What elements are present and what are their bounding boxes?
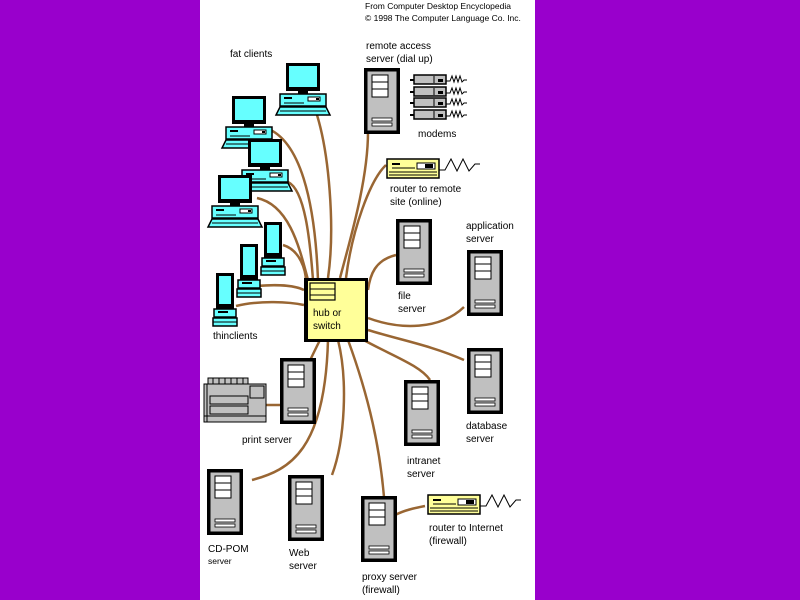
cable-app-server	[367, 306, 465, 328]
cable-intranet	[359, 336, 432, 381]
thin-client-icon	[212, 272, 238, 327]
label-web-server-1: Web	[289, 548, 310, 559]
router-internet-icon	[427, 494, 522, 515]
print-server-icon	[279, 357, 317, 425]
label-modems: modems	[418, 129, 456, 140]
cable-file-server	[366, 253, 397, 291]
label-remote-access-1: remote access	[366, 41, 431, 52]
thin-client-icon	[260, 221, 286, 276]
application-server-icon	[466, 249, 504, 317]
network-diagram: hub or switch From Computer Desktop Ency…	[203, 1, 522, 596]
cable-fat-client-1	[312, 105, 333, 279]
cdrom-server-icon	[206, 468, 244, 536]
file-server-icon	[395, 218, 433, 286]
cable-thin-1	[282, 243, 308, 283]
router-remote-icon	[386, 158, 481, 179]
cable-remote-access	[338, 131, 370, 279]
intranet-server-icon	[403, 379, 441, 447]
label-cdrom-server-1: CD-POM	[208, 544, 249, 555]
cable-fat-client-2	[265, 126, 320, 281]
hub-label-2: switch	[313, 321, 341, 332]
label-print-server: print server	[242, 435, 293, 446]
cable-thin-3	[235, 300, 305, 308]
label-proxy-server-2: (firewall)	[362, 585, 400, 596]
cable-thin-2	[256, 283, 305, 292]
label-intranet-server-1: intranet	[407, 456, 441, 467]
label-database-server-2: server	[466, 434, 494, 445]
label-file-server-2: server	[398, 304, 426, 315]
label-fat-clients: fat clients	[230, 49, 272, 60]
printer-icon	[203, 377, 267, 423]
label-router-remote-2: site (online)	[390, 197, 442, 208]
remote-access-server-icon	[363, 67, 401, 135]
cable-database	[367, 328, 465, 362]
diagram-canvas: hub or switch From Computer Desktop Ency…	[200, 0, 535, 600]
cable-router-internet	[394, 504, 426, 517]
cable-router-remote	[344, 164, 387, 279]
cable-proxy	[346, 339, 386, 498]
label-database-server-1: database	[466, 421, 508, 432]
modem-icon	[409, 109, 468, 120]
cable-fat-client-3	[287, 180, 315, 281]
label-intranet-server-2: server	[407, 469, 435, 480]
modem-icon	[409, 86, 468, 97]
label-web-server-2: server	[289, 561, 317, 572]
label-router-internet-2: (firewall)	[429, 536, 467, 547]
cable-cdrom	[251, 339, 330, 482]
hub-label-1: hub or	[313, 308, 342, 319]
fat-client-pc-icon	[275, 62, 331, 116]
cable-web	[330, 339, 346, 476]
label-file-server-1: file	[398, 291, 411, 302]
web-server-icon	[287, 474, 325, 542]
modem-icon	[409, 74, 468, 85]
credit-line-2: © 1998 The Computer Language Co. Inc.	[365, 13, 521, 23]
thin-client-icon	[236, 243, 262, 298]
hub-switch: hub or switch	[304, 278, 368, 342]
modem-icon	[409, 97, 468, 108]
label-remote-access-2: server (dial up)	[366, 54, 433, 65]
database-server-icon	[466, 347, 504, 415]
label-app-server-2: server	[466, 234, 494, 245]
proxy-server-icon	[360, 495, 398, 563]
label-router-remote-1: router to remote	[390, 184, 462, 195]
credit-line-1: From Computer Desktop Encyclopedia	[365, 1, 511, 11]
label-thin-clients: thinclients	[213, 331, 257, 342]
label-router-internet-1: router to Internet	[429, 523, 503, 534]
label-proxy-server-1: proxy server	[362, 572, 418, 583]
label-app-server-1: application	[466, 221, 514, 232]
label-cdrom-server-2: server	[208, 556, 232, 566]
